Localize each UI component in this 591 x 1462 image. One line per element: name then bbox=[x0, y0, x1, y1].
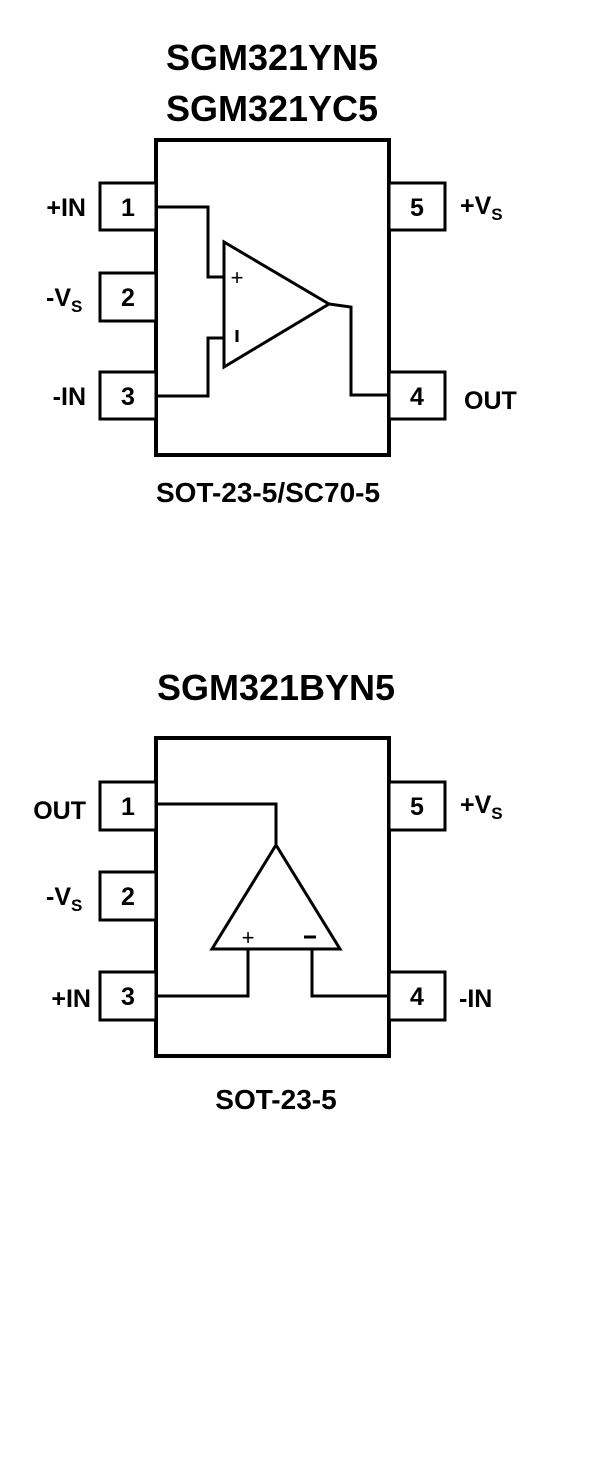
op-amp-plus: + bbox=[242, 925, 255, 950]
package-label: SOT-23-5/SC70-5 bbox=[156, 477, 380, 508]
pinout-sgm321byn5: SGM321BYN5 1 OUT 2 -VS 3 +IN 5 +VS 4 -IN… bbox=[33, 667, 502, 1115]
pin-box-5 bbox=[387, 181, 447, 232]
wire-pin3-plus bbox=[156, 949, 250, 998]
pin-number-2: 2 bbox=[121, 284, 135, 312]
pin-label-5: +VS bbox=[460, 791, 503, 823]
title-line-2: SGM321YC5 bbox=[166, 88, 378, 129]
pin-number-4: 4 bbox=[410, 983, 424, 1011]
pin-box-1 bbox=[98, 780, 158, 832]
wire-pin3-minus bbox=[156, 336, 224, 398]
pin-label-1: +IN bbox=[46, 194, 86, 222]
pin-box-1 bbox=[98, 181, 158, 232]
pin-number-4: 4 bbox=[410, 383, 424, 411]
pinout-sgm321yn5-yc5: SGM321YN5 SGM321YC5 1 +IN 2 -VS 3 -IN 5 … bbox=[46, 37, 517, 508]
package-label: SOT-23-5 bbox=[215, 1084, 336, 1115]
pin-number-1: 1 bbox=[121, 194, 135, 222]
pin-label-3: +IN bbox=[51, 985, 91, 1013]
op-amp-symbol bbox=[209, 842, 343, 951]
pin-number-3: 3 bbox=[121, 383, 135, 411]
pin-label-2: -VS bbox=[46, 284, 82, 316]
wire-out-pin4 bbox=[328, 302, 389, 397]
pin-number-2: 2 bbox=[121, 883, 135, 911]
pin-box-5 bbox=[387, 780, 447, 832]
op-amp-plus: + bbox=[231, 265, 244, 290]
pin-label-4: -IN bbox=[459, 985, 492, 1013]
pin-number-3: 3 bbox=[121, 983, 135, 1011]
pin-label-3: -IN bbox=[53, 383, 86, 411]
title: SGM321BYN5 bbox=[157, 667, 395, 708]
wire-pin1-plus bbox=[156, 205, 224, 279]
pin-number-5: 5 bbox=[410, 793, 424, 821]
wire-out-pin1 bbox=[156, 802, 278, 845]
title-line-1: SGM321YN5 bbox=[166, 37, 378, 78]
wire-pin4-minus bbox=[310, 949, 389, 998]
pin-label-2: -VS bbox=[46, 883, 82, 915]
pin-number-5: 5 bbox=[410, 194, 424, 222]
pin-box-3 bbox=[98, 970, 158, 1022]
pin-label-1: OUT bbox=[33, 797, 86, 825]
pin-number-1: 1 bbox=[121, 793, 135, 821]
pin-box-2 bbox=[98, 870, 158, 922]
op-amp-symbol bbox=[222, 239, 332, 370]
pin-box-2 bbox=[98, 271, 158, 323]
pin-label-5: +VS bbox=[460, 192, 503, 224]
pin-label-4: OUT bbox=[464, 387, 517, 415]
